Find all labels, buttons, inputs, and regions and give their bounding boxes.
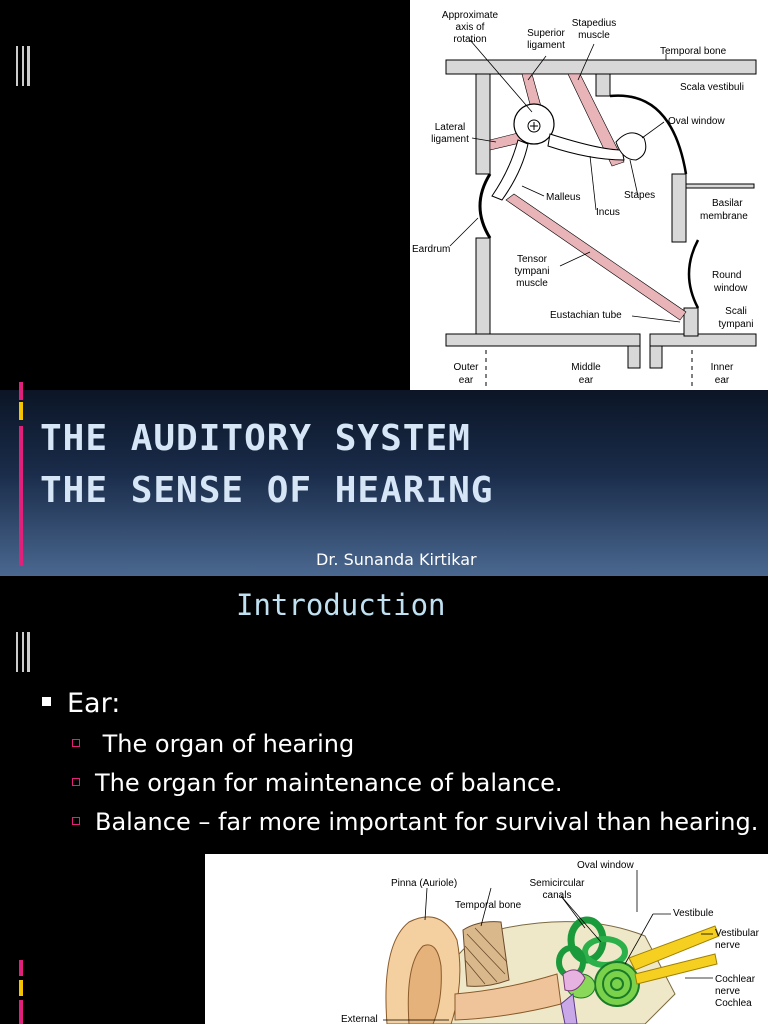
label-scala-tymp-2: tympani xyxy=(718,319,753,330)
label-outer-1: Outer xyxy=(453,362,479,373)
ear-anatomy-figure: Oval window Pinna (Auriole) Semicircular… xyxy=(205,854,768,1024)
label-external: External xyxy=(341,1014,378,1024)
label-vestibular-2: nerve xyxy=(715,940,740,951)
label-superior-1: Superior xyxy=(527,28,565,39)
label-cochlea: Cochlea xyxy=(715,998,752,1009)
label-cochlear-1: Cochlear xyxy=(715,974,756,985)
left-decor-strip-2 xyxy=(0,576,30,1024)
label-middle-1: Middle xyxy=(571,362,601,373)
label-temporal-bone: Temporal bone xyxy=(660,46,727,57)
sub-bullet-3: Balance – far more important for surviva… xyxy=(72,807,768,837)
label-stapedius-2: muscle xyxy=(578,30,610,41)
sub-bullet-3-text: Balance – far more important for surviva… xyxy=(95,808,758,836)
title-line-1: THE AUDITORY SYSTEM xyxy=(40,418,471,459)
hollow-square-bullet-icon xyxy=(72,778,80,786)
square-bullet-icon xyxy=(42,697,51,706)
label-incus: Incus xyxy=(596,207,620,218)
sub-bullet-2: The organ for maintenance of balance. xyxy=(72,768,752,798)
label-basilar-2: membrane xyxy=(700,211,748,222)
label-vestibular-1: Vestibular xyxy=(715,928,760,939)
label-pinna: Pinna (Auriole) xyxy=(391,878,457,889)
label-stapes: Stapes xyxy=(624,190,655,201)
label-eustachian: Eustachian tube xyxy=(550,310,622,321)
middle-ear-diagram: Approximate axis of rotation Superior li… xyxy=(410,0,768,390)
label-scala-tymp-1: Scali xyxy=(725,306,747,317)
label-semicircular-1: Semicircular xyxy=(529,878,585,889)
label-temporal-bone-2: Temporal bone xyxy=(455,900,522,911)
slide-1: Approximate axis of rotation Superior li… xyxy=(0,0,768,576)
label-cochlear-2: nerve xyxy=(715,986,740,997)
left-decor-strip xyxy=(0,0,30,576)
label-malleus: Malleus xyxy=(546,192,580,203)
label-inner-2: ear xyxy=(715,375,730,386)
hollow-square-bullet-icon xyxy=(72,817,80,825)
sub-bullet-1: The organ of hearing xyxy=(72,729,752,759)
label-oval-window-2: Oval window xyxy=(577,860,634,871)
hollow-square-bullet-icon xyxy=(72,739,80,747)
label-oval-window: Oval window xyxy=(668,116,725,127)
label-outer-2: ear xyxy=(459,375,474,386)
author-name: Dr. Sunanda Kirtikar xyxy=(316,550,477,569)
label-superior-2: ligament xyxy=(527,40,565,51)
label-eardrum: Eardrum xyxy=(412,244,450,255)
title-line-2: THE SENSE OF HEARING xyxy=(40,470,493,511)
label-lateral-2: ligament xyxy=(431,134,469,145)
label-round-2: window xyxy=(713,283,748,294)
slide-title: Introduction xyxy=(236,588,446,622)
label-semicircular-2: canals xyxy=(543,890,572,901)
sub-bullet-1-text: The organ of hearing xyxy=(95,730,354,758)
label-axis-1: Approximate xyxy=(442,10,499,21)
label-tensor-2: tympani xyxy=(514,266,549,277)
label-scala-vestibuli: Scala vestibuli xyxy=(680,82,744,93)
sub-bullet-2-text: The organ for maintenance of balance. xyxy=(95,769,563,797)
label-inner-1: Inner xyxy=(711,362,734,373)
label-tensor-3: muscle xyxy=(516,278,548,289)
bullet-ear: Ear: xyxy=(42,688,120,719)
label-axis-3: rotation xyxy=(453,34,486,45)
label-basilar-1: Basilar xyxy=(712,198,743,209)
label-stapedius-1: Stapedius xyxy=(572,18,616,29)
label-tensor-1: Tensor xyxy=(517,254,548,265)
label-vestibule: Vestibule xyxy=(673,908,714,919)
label-axis-2: axis of xyxy=(456,22,485,33)
label-middle-2: ear xyxy=(579,375,594,386)
label-lateral-1: Lateral xyxy=(435,122,466,133)
bullet-ear-text: Ear: xyxy=(67,688,120,719)
label-round-1: Round xyxy=(712,270,741,281)
slide-2: Introduction Ear: The organ of hearing T… xyxy=(0,576,768,1024)
